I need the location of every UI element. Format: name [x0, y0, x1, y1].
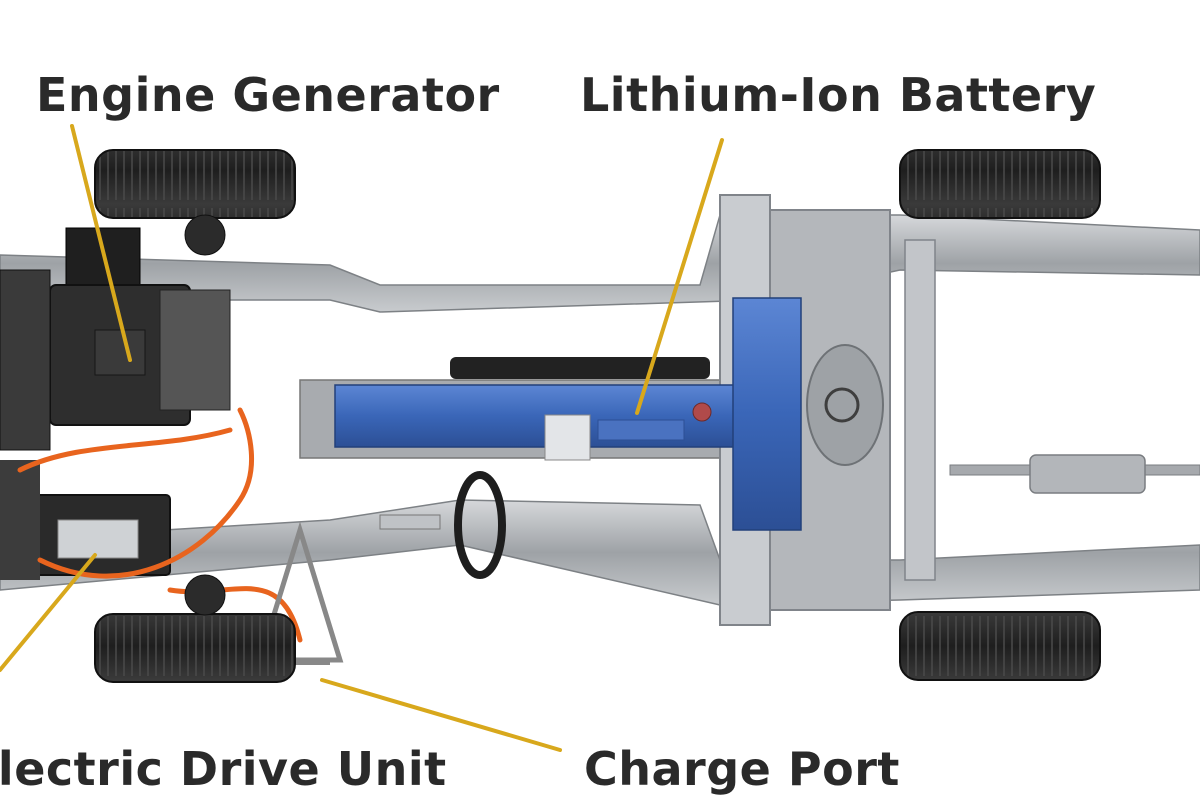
label-engine-generator: Engine Generator [36, 68, 500, 122]
label-lithium-ion-battery: Lithium-Ion Battery [580, 68, 1097, 122]
label-charge-port: Charge Port [584, 742, 900, 796]
leader-electric-drive-unit [0, 553, 97, 672]
wheel-rear-bottom [899, 611, 1101, 681]
leader-engine-generator [70, 124, 132, 362]
battery-pack [334, 297, 802, 531]
wheel-front-bottom [94, 574, 296, 683]
electric-drive-unit-block [0, 460, 171, 580]
wheel-front-top [94, 149, 296, 256]
exhaust-muffler [949, 454, 1200, 494]
wheel-rear-top [899, 149, 1101, 219]
leader-lithium-ion-battery [635, 138, 724, 415]
steering-wheel [379, 471, 506, 579]
leader-lines [0, 124, 724, 752]
leader-charge-port [320, 678, 562, 752]
engine-generator-block [0, 227, 231, 451]
label-electric-drive-unit: Electric Drive Unit [0, 742, 447, 796]
